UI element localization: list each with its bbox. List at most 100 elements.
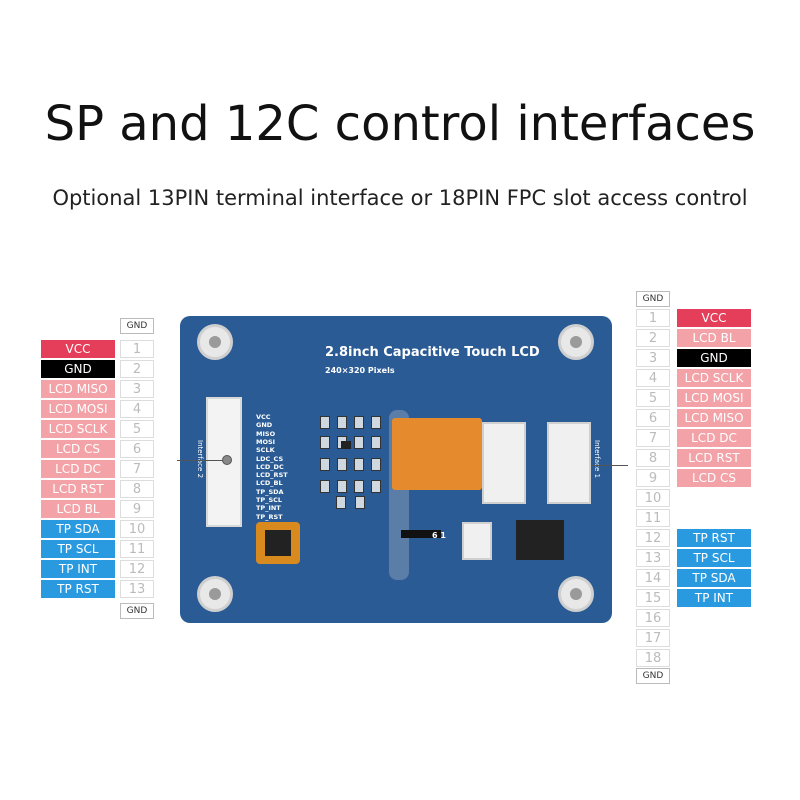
fpc-marks: 6 1 xyxy=(432,531,446,540)
pin-signal-label: TP INT xyxy=(677,589,751,607)
pin-number: 4 xyxy=(120,400,154,418)
small-cable xyxy=(401,530,441,538)
pin-number: 12 xyxy=(120,560,154,578)
pin-signal-label: TP SDA xyxy=(677,569,751,587)
pin-signal-label: VCC xyxy=(41,340,115,358)
silk-label: LCD_BL xyxy=(256,479,283,488)
silk-label: TP_SCL xyxy=(256,496,283,504)
pin-number: 2 xyxy=(120,360,154,378)
silk-label: LDC_CS xyxy=(256,454,284,463)
pin-number: 14 xyxy=(636,569,670,587)
silk-label: LCD_DC xyxy=(256,462,284,471)
right-callout-line xyxy=(572,465,628,466)
pin-number: 6 xyxy=(120,440,154,458)
touch-ic xyxy=(265,530,291,556)
pin-signal-label: TP RST xyxy=(677,529,751,547)
pin-number: 8 xyxy=(120,480,154,498)
gnd-bottom-tag: GND xyxy=(120,603,154,619)
passive-component xyxy=(371,458,381,471)
pin-number: 9 xyxy=(636,469,670,487)
passive-component xyxy=(320,436,330,449)
pin-number: 5 xyxy=(636,389,670,407)
passive-component xyxy=(371,436,381,449)
pin-signal-label: LCD SCLK xyxy=(41,420,115,438)
pin-signal-label: TP RST xyxy=(41,580,115,598)
pin-signal-label: LCD BL xyxy=(677,329,751,347)
pin-number: 13 xyxy=(120,580,154,598)
small-connector xyxy=(462,522,492,560)
pin-signal-label: TP SCL xyxy=(677,549,751,567)
pin-signal-label: TP SCL xyxy=(41,540,115,558)
pin-number: 15 xyxy=(636,589,670,607)
fpc-slot-2 xyxy=(547,422,591,504)
gnd-top-tag: GND xyxy=(636,291,670,307)
pin-signal-label: TP SDA xyxy=(41,520,115,538)
pin-number: 7 xyxy=(636,429,670,447)
interface-1-label: Interface 1 xyxy=(593,440,601,479)
gnd-bottom-tag: GND xyxy=(636,668,670,684)
pin-signal-label: LCD CS xyxy=(677,469,751,487)
transistor xyxy=(341,441,351,449)
mount-hole-bottom-right xyxy=(558,576,594,612)
pin-signal-label: LCD DC xyxy=(677,429,751,447)
pin-number: 1 xyxy=(636,309,670,327)
pin-signal-label: TP INT xyxy=(41,560,115,578)
mount-hole-bottom-left xyxy=(197,576,233,612)
pin-signal-label: LCD MOSI xyxy=(677,389,751,407)
silk-label: TP_SDA xyxy=(256,487,284,496)
passive-component xyxy=(337,416,347,429)
silk-label: MISO xyxy=(256,429,276,438)
pin-number: 10 xyxy=(636,489,670,507)
fpc-ribbon-cable xyxy=(392,418,482,490)
fpc-slot-1 xyxy=(482,422,526,504)
board-title: 2.8inch Capacitive Touch LCD xyxy=(325,345,540,360)
pin-signal-label: GND xyxy=(677,349,751,367)
passive-component xyxy=(354,436,364,449)
pin-signal-label: LCD MISO xyxy=(677,409,751,427)
gnd-top-tag: GND xyxy=(120,318,154,334)
silk-label: TP_RST xyxy=(256,512,283,521)
passive-component xyxy=(320,416,330,429)
board-resolution: 240×320 Pixels xyxy=(325,366,395,375)
mount-hole-top-right xyxy=(558,324,594,360)
pin-signal-label: LCD SCLK xyxy=(677,369,751,387)
left-callout-line xyxy=(177,460,227,461)
pin-number: 6 xyxy=(636,409,670,427)
passive-component xyxy=(355,496,365,509)
pin-signal-label: LCD RST xyxy=(41,480,115,498)
passive-component xyxy=(354,480,364,493)
passive-component xyxy=(337,480,347,493)
pin-signal-label: LCD MISO xyxy=(41,380,115,398)
silk-label: TP_INT xyxy=(256,504,281,513)
passive-component xyxy=(371,416,381,429)
mount-hole-top-left xyxy=(197,324,233,360)
passive-component xyxy=(354,416,364,429)
pin-signal-label: LCD CS xyxy=(41,440,115,458)
pin-signal-label: GND xyxy=(41,360,115,378)
pin-number: 7 xyxy=(120,460,154,478)
pin-number: 2 xyxy=(636,329,670,347)
passive-component xyxy=(337,458,347,471)
passive-component xyxy=(320,458,330,471)
silk-label: GND xyxy=(256,421,273,430)
silk-label: LCD_RST xyxy=(256,471,288,480)
pin-signal-label: LCD BL xyxy=(41,500,115,518)
passive-component xyxy=(336,496,346,509)
page-title: SP and 12C control interfaces xyxy=(44,96,756,152)
silk-label: SCLK xyxy=(256,446,275,455)
silk-label: MOSI xyxy=(256,437,276,446)
driver-ic xyxy=(516,520,564,560)
pin-number: 12 xyxy=(636,529,670,547)
pin-number: 9 xyxy=(120,500,154,518)
pin-number: 16 xyxy=(636,609,670,627)
pin-number: 10 xyxy=(120,520,154,538)
pin-number: 11 xyxy=(120,540,154,558)
pin-number: 5 xyxy=(120,420,154,438)
interface-2-label: Interface 2 xyxy=(196,440,204,479)
pin-number: 1 xyxy=(120,340,154,358)
pin-number: 4 xyxy=(636,369,670,387)
passive-component xyxy=(371,480,381,493)
pin-signal-label: LCD RST xyxy=(677,449,751,467)
pin-number: 17 xyxy=(636,629,670,647)
pin-number: 3 xyxy=(636,349,670,367)
